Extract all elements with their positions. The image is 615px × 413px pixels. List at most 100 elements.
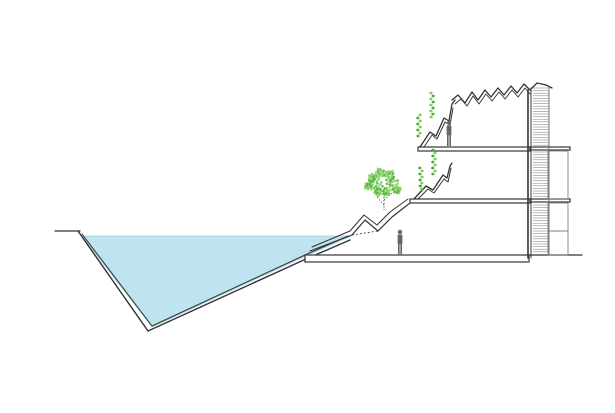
tree-leaf xyxy=(395,191,399,195)
tree-leaf xyxy=(393,190,396,194)
tree-leaf xyxy=(374,185,378,188)
tree-leaf xyxy=(376,167,380,171)
vine-leaf xyxy=(433,151,437,155)
tree-leaf xyxy=(379,189,383,193)
tree xyxy=(363,167,402,210)
figure-lower xyxy=(397,229,403,255)
tree-leaf xyxy=(386,182,389,185)
facade-louvers xyxy=(533,86,550,255)
vine-leaf xyxy=(431,148,435,152)
vine-leaf xyxy=(433,169,437,173)
terrace-lower xyxy=(413,162,453,200)
vine-leaf xyxy=(418,172,422,176)
tree-leaf xyxy=(381,189,385,193)
tree-leaf xyxy=(397,191,401,195)
tree-leaf xyxy=(376,182,379,186)
vine-leaf xyxy=(429,91,433,95)
tree-leaf xyxy=(372,186,376,190)
tree-leaf xyxy=(384,174,388,178)
tree-leaf xyxy=(375,179,379,183)
tree-leaf xyxy=(381,184,384,188)
vine-leaf xyxy=(418,166,422,170)
vine-leaf xyxy=(418,184,422,188)
tree-leaf xyxy=(390,176,393,179)
vine-leaf xyxy=(429,109,433,113)
tree-leaf xyxy=(385,187,388,191)
tree-leaf xyxy=(396,182,399,186)
vine-leaf xyxy=(429,97,433,101)
tree-leaf xyxy=(383,194,386,197)
tree-leaf xyxy=(389,171,392,174)
tree-leaf xyxy=(378,182,382,186)
vine-leaf xyxy=(431,154,435,158)
floor-3-slab xyxy=(417,146,571,152)
tree-leaf xyxy=(382,169,385,173)
tree-leaf xyxy=(367,177,371,180)
floor-2-slab xyxy=(409,198,571,204)
tree-leaf xyxy=(388,183,392,187)
vine-leaf xyxy=(429,115,433,119)
vine-leaf xyxy=(416,122,420,126)
vine-leaf xyxy=(431,166,435,170)
vine-leaf xyxy=(420,181,424,185)
tree-leaf xyxy=(368,182,372,186)
pool-water xyxy=(81,235,352,328)
tree-leaf xyxy=(388,192,391,196)
tree-leaf xyxy=(373,191,376,194)
balcony-railings xyxy=(547,150,569,256)
tree-leaf xyxy=(396,179,399,182)
tree-leaf xyxy=(370,184,373,188)
vine-leaf xyxy=(420,169,424,173)
tree-leaf xyxy=(379,170,383,173)
tree-leaf xyxy=(374,170,378,174)
vine-leaf xyxy=(433,157,437,161)
vine-leaf xyxy=(418,178,422,182)
tree-leaf xyxy=(364,182,368,185)
vine-leaf xyxy=(416,116,420,120)
tree-leaf xyxy=(383,187,387,190)
tree-leaf xyxy=(374,176,378,180)
tree-leaf xyxy=(366,187,370,191)
roof xyxy=(451,82,553,107)
vine-leaf xyxy=(418,125,422,129)
ground-slab xyxy=(304,254,530,263)
vine-leaf xyxy=(431,94,435,98)
tree-leaf xyxy=(388,186,391,189)
tree-leaf xyxy=(393,179,397,183)
pool-basin xyxy=(77,230,351,332)
vine-leaf xyxy=(420,175,424,179)
tree-leaf xyxy=(363,184,367,188)
tree-leaf xyxy=(387,189,391,192)
tree-leaf xyxy=(377,175,381,179)
vine-leaf xyxy=(418,131,422,135)
tree-leaf xyxy=(389,178,393,182)
vine-leaf xyxy=(431,100,435,104)
vine-leaf xyxy=(416,128,420,132)
tree-leaf xyxy=(394,184,397,187)
tree-leaf xyxy=(387,177,390,180)
tree-leaf xyxy=(378,174,382,177)
tree-leaf xyxy=(377,171,380,175)
tree-leaf xyxy=(377,194,380,198)
tree-leaf xyxy=(396,185,399,188)
tree-leaf xyxy=(387,169,390,173)
vine-leaf xyxy=(431,106,435,110)
tree-leaf xyxy=(381,171,385,175)
tree-leaf xyxy=(367,179,371,182)
vine-leaf xyxy=(418,113,422,117)
tree-leaf xyxy=(377,185,380,188)
vines xyxy=(416,91,437,191)
tree-leaf xyxy=(379,168,382,171)
figure-upper xyxy=(446,120,452,146)
tree-leaf xyxy=(376,173,379,177)
building-walls xyxy=(527,87,532,259)
tree-leaf xyxy=(370,172,374,176)
tree-leaf xyxy=(379,192,383,196)
tree-leaf xyxy=(371,180,374,183)
ramp xyxy=(309,198,411,252)
tree-leaf xyxy=(386,175,390,178)
vine-leaf xyxy=(418,119,422,123)
tree-leaf xyxy=(398,188,402,192)
tree-leaf xyxy=(399,186,402,190)
